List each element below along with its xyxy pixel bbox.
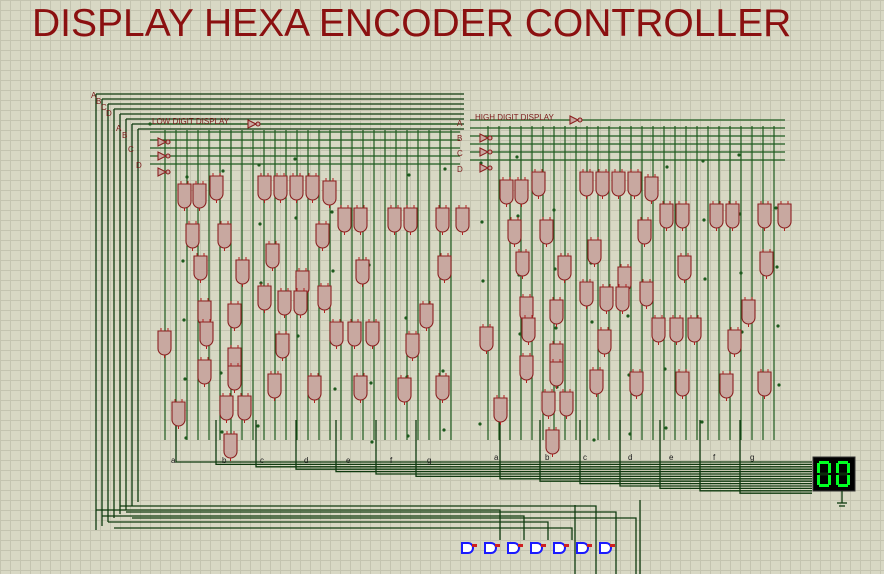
high-seg-c-label: c xyxy=(583,453,587,462)
high-seg-f-label: f xyxy=(713,453,716,462)
logic-probe xyxy=(576,542,592,554)
low-digit-label: LOW DIGIT DISPLAY xyxy=(152,117,230,126)
low-seg-g-label: g xyxy=(427,456,431,465)
low-bus-c-label: C xyxy=(128,145,134,154)
logic-probe xyxy=(461,542,477,554)
low-seg-d-label: d xyxy=(304,456,308,465)
low-input-a-label: A xyxy=(91,91,97,100)
high-seg-a-label: a xyxy=(494,453,499,462)
low-seg-e-label: e xyxy=(346,456,351,465)
low-input-c-label: C xyxy=(101,103,107,112)
low-seg-b-label: b xyxy=(222,456,227,465)
low-seg-a-label: a xyxy=(171,456,176,465)
logic-probe xyxy=(553,542,569,554)
logic-probe xyxy=(507,542,523,554)
logic-probes xyxy=(461,542,615,554)
logic-probe xyxy=(599,542,615,554)
high-seg-b-label: b xyxy=(545,453,550,462)
seven-segment-display[interactable] xyxy=(812,456,856,507)
high-bus-a-label: A xyxy=(457,119,463,128)
page-title: DISPLAY HEXA ENCODER CONTROLLER xyxy=(32,2,792,45)
logic-probe xyxy=(484,542,500,554)
low-input-d-label: D xyxy=(106,109,112,118)
low-seg-f-label: f xyxy=(390,456,393,465)
low-bus-a-label: A xyxy=(116,124,122,133)
low-seg-c-label: c xyxy=(260,456,264,465)
low-bus-d-label: D xyxy=(136,161,142,170)
high-digit-label: HIGH DIGIT DISPLAY xyxy=(475,113,554,122)
high-bus-c-label: C xyxy=(457,149,463,158)
low-bus-b-label: B xyxy=(122,131,127,140)
high-seg-g-label: g xyxy=(750,453,754,462)
high-bus-d-label: D xyxy=(457,165,463,174)
low-input-b-label: B xyxy=(96,97,101,106)
high-seg-e-label: e xyxy=(669,453,674,462)
high-seg-d-label: d xyxy=(628,453,632,462)
high-bus-b-label: B xyxy=(457,134,462,143)
gate-array xyxy=(157,115,792,461)
logic-probe xyxy=(530,542,546,554)
display-digits xyxy=(817,461,850,487)
